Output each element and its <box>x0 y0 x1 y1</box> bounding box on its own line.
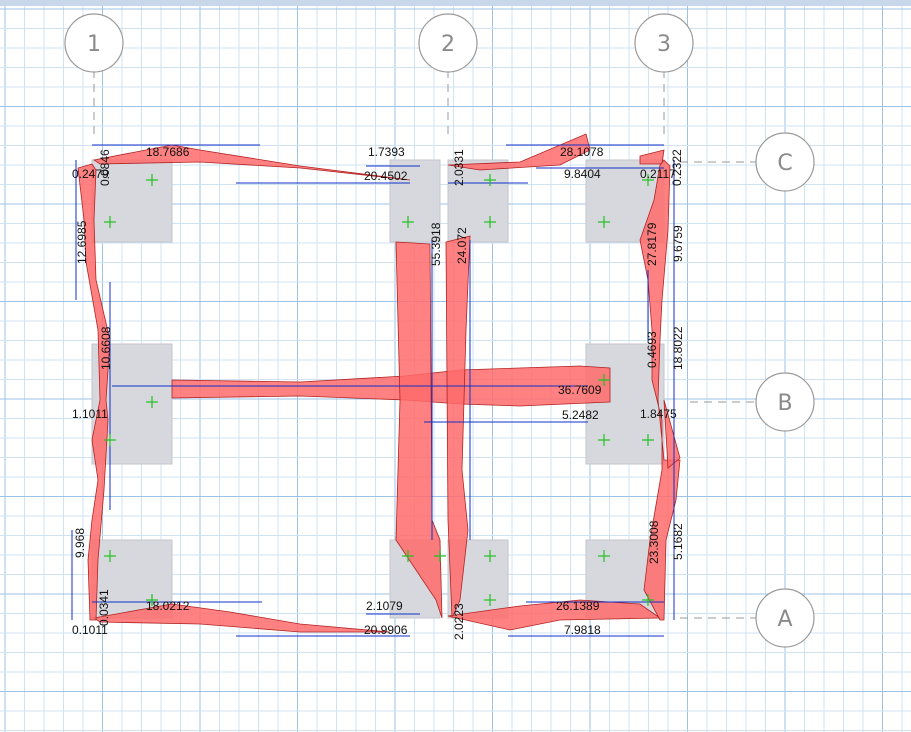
grid-bubble-2[interactable]: 2 <box>418 13 478 73</box>
diagram-c-right-end <box>639 149 665 165</box>
diagram-line-3 <box>639 159 681 621</box>
value-line1-upper: 12.6985 <box>75 220 89 264</box>
diagram-a-span-23 <box>447 599 662 631</box>
grid-label-1: 1 <box>87 32 101 57</box>
value-b-right: 1.8475 <box>640 407 677 421</box>
value-c-v1: 0.0846 <box>98 149 112 186</box>
axis-leaders <box>93 70 756 619</box>
diagram-line-1 <box>77 163 111 621</box>
grid-label-2: 2 <box>441 32 455 57</box>
value-line3-mid-b: 18.8022 <box>671 326 685 370</box>
top-border-bar <box>0 0 911 6</box>
column-b3 <box>585 343 665 465</box>
diagram-column-line-2 <box>395 241 443 619</box>
value-line1-lower: 9.968 <box>73 528 87 558</box>
value-line3-mid-a: 0.4693 <box>645 331 659 368</box>
value-a-bot-3: 7.9818 <box>564 623 601 637</box>
value-c-mid-2: 20.4502 <box>364 169 408 183</box>
diagram-column-line-2-side <box>445 235 471 619</box>
column-c2b <box>447 159 509 243</box>
grid-bubble-a[interactable]: A <box>755 588 815 648</box>
value-line1-bot: 0.0341 <box>97 589 111 626</box>
value-c-v2: 2.0331 <box>452 149 466 186</box>
value-a-bot-2: 20.9906 <box>364 623 408 637</box>
value-c-v3: 0.2322 <box>670 149 684 186</box>
value-c-mid-3: 9.8404 <box>564 167 601 181</box>
grid-label-3: 3 <box>657 32 671 57</box>
column-c2a <box>389 159 441 243</box>
value-b-left: 1.1011 <box>72 407 108 421</box>
value-line2-side: 24.072 <box>455 227 469 264</box>
value-line3-lower-a: 23.3008 <box>647 520 661 564</box>
moment-diagrams <box>77 133 681 633</box>
diagram-c-span-23 <box>447 133 591 171</box>
grid-bubble-b[interactable]: B <box>755 372 815 432</box>
value-a-top-3: 26.1389 <box>556 599 600 613</box>
value-b-sub: 5.2482 <box>562 408 599 422</box>
value-c-left-end: 0.2479 <box>72 167 109 181</box>
value-line3-upper-a: 27.8179 <box>645 222 659 266</box>
grid-bubble-3[interactable]: 3 <box>634 13 694 73</box>
value-line2-main: 55.3918 <box>429 222 443 266</box>
value-b-main: 36.7609 <box>558 383 602 397</box>
value-labels: 18.7686 1.7393 28.1078 20.4502 9.8404 0.… <box>72 145 685 640</box>
diagram-a-span-12 <box>92 603 391 633</box>
value-a-top-1: 18.0212 <box>146 599 190 613</box>
value-line3-lower-b: 5.1682 <box>671 523 685 560</box>
grid-label-a: A <box>777 607 792 632</box>
value-line1-mid: 10.6608 <box>99 326 113 370</box>
grid-label-b: B <box>777 391 792 416</box>
value-a-top-2: 2.1079 <box>366 599 403 613</box>
grid-label-c: C <box>777 151 792 176</box>
column-center-marks <box>104 174 654 606</box>
column-c1 <box>91 159 173 243</box>
value-a-left: 0.1011 <box>72 623 108 637</box>
value-line3-upper-b: 9.6759 <box>671 225 685 262</box>
dimension-lines <box>71 144 675 637</box>
grid-bubble-1[interactable]: 1 <box>64 13 124 73</box>
value-c-top-1: 18.7686 <box>146 145 190 159</box>
grid-bubble-c[interactable]: C <box>755 132 815 192</box>
value-a-v2: 2.0223 <box>452 603 466 640</box>
value-c-top-2: 1.7393 <box>368 145 405 159</box>
diagram-c-span-12 <box>92 144 411 181</box>
value-c-top-3: 28.1078 <box>560 145 604 159</box>
value-c-right-end: 0.2117 <box>640 167 676 181</box>
